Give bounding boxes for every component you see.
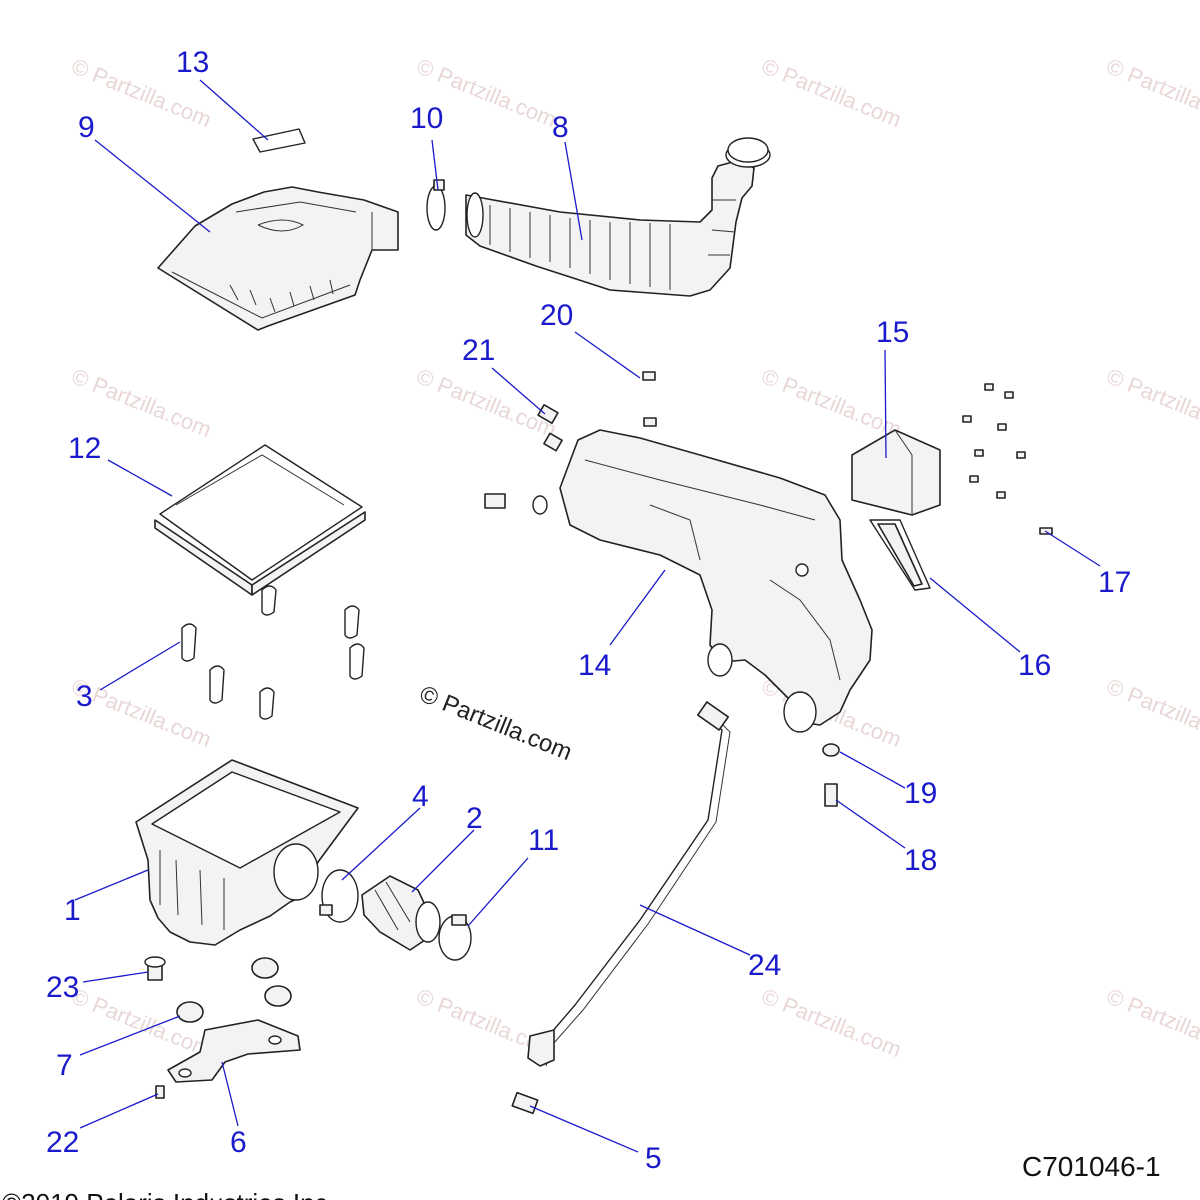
watermark-text: © Partzilla.com: [758, 363, 905, 442]
part-10-clamp: [426, 179, 446, 231]
callout-17: 17: [1098, 566, 1131, 599]
callout-10: 10: [410, 102, 443, 135]
part-16-gasket: [869, 519, 931, 591]
part-20-screw: [642, 371, 657, 427]
part-24-hose: [527, 701, 731, 1067]
watermark-text: © Partzilla.com: [1103, 363, 1200, 442]
callout-2: 2: [466, 802, 483, 835]
callout-9: 9: [78, 111, 95, 144]
callout-5: 5: [645, 1142, 662, 1175]
callout-14: 14: [578, 649, 611, 682]
callout-20: 20: [540, 299, 573, 332]
callout-3: 3: [76, 680, 93, 713]
part-5-clip: [511, 1091, 539, 1115]
callout-labels: 1 2 3 4 5 6 7 8 9 10 11 12 13 14 15 16 1…: [46, 46, 1131, 1175]
part-23-fastener: [144, 956, 166, 981]
callout-23: 23: [46, 971, 79, 1004]
part-8-clamp-top: [727, 137, 769, 163]
leader-lines: [74, 79, 1101, 1153]
copyright-text: ©2019 Polaris Industries Inc.: [2, 1188, 335, 1200]
callout-16: 16: [1018, 649, 1051, 682]
part-4-clamp: [319, 869, 359, 923]
part-11-clamp: [438, 914, 472, 961]
watermark-text: © Partzilla.com: [758, 983, 905, 1062]
part-2-coupler: [361, 875, 441, 951]
part-grommets: [176, 957, 292, 1023]
callout-8: 8: [552, 111, 569, 144]
part-9-airbox-cover: [157, 186, 399, 331]
part-15-cover: [851, 429, 941, 516]
part-6-bracket: [167, 1019, 301, 1083]
part-17-screws: [962, 383, 1053, 535]
callout-21: 21: [462, 334, 495, 367]
callout-1: 1: [64, 894, 81, 927]
callout-12: 12: [68, 432, 101, 465]
part-3-clips: [181, 585, 365, 720]
callout-19: 19: [904, 777, 937, 810]
watermark-text: © Partzilla.com: [1103, 673, 1200, 752]
part-8-intake-duct: [465, 142, 771, 297]
callout-13: 13: [176, 46, 209, 79]
watermark-text: © Partzilla.com: [758, 53, 905, 132]
diagram-code: C701046-1: [1022, 1151, 1161, 1182]
callout-22: 22: [46, 1126, 79, 1159]
part-14-intake-housing: [559, 429, 873, 733]
callout-7: 7: [56, 1049, 73, 1082]
part-19-cap: [822, 743, 840, 757]
watermark-text: © Partzilla.com: [68, 363, 215, 442]
callout-6: 6: [230, 1126, 247, 1159]
watermark-text: © Partzilla.com: [1103, 53, 1200, 132]
part-22-screw: [155, 1085, 165, 1099]
part-13-decal: [252, 128, 306, 153]
callout-11: 11: [528, 824, 559, 857]
callout-24: 24: [748, 949, 781, 982]
callout-18: 18: [904, 844, 937, 877]
watermark-text: © Partzilla.com: [1103, 983, 1200, 1062]
part-1-airbox-base: [135, 759, 359, 946]
center-watermark: © Partzilla.com: [416, 681, 576, 767]
part-14-fittings: [484, 493, 548, 515]
callout-4: 4: [412, 780, 429, 813]
watermark-text: © Partzilla.com: [413, 363, 560, 442]
part-12-air-filter: [154, 444, 366, 596]
callout-15: 15: [876, 316, 909, 349]
part-18-fitting: [824, 783, 838, 807]
